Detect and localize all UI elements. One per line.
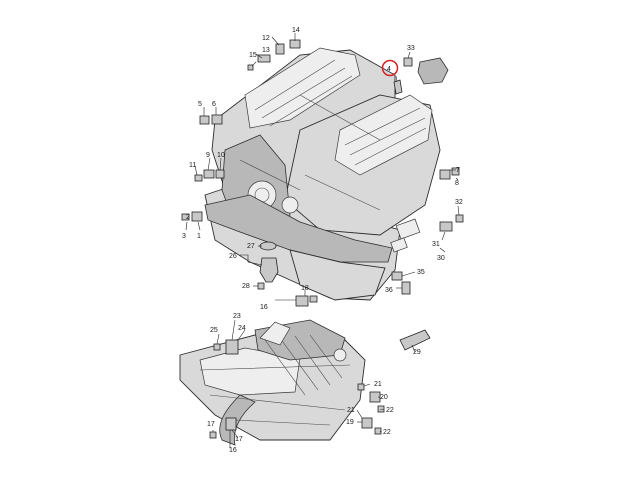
part-9-sensor xyxy=(203,169,215,179)
part-27-seal xyxy=(259,241,277,251)
label-12: 12 xyxy=(262,35,270,42)
label-11: 11 xyxy=(189,162,196,169)
engine-block-upper xyxy=(204,47,441,301)
part-10-sensor xyxy=(215,169,225,179)
label-10: 10 xyxy=(217,152,225,159)
label-4-highlighted: 4 xyxy=(387,66,391,73)
label-5: 5 xyxy=(198,101,202,108)
part-29-sensor xyxy=(399,329,431,351)
part-19-sensor xyxy=(361,417,373,429)
part-36-sensor xyxy=(401,281,411,295)
label-27: 27 xyxy=(247,243,255,250)
part-17-sensor xyxy=(225,417,237,431)
part-labels: 15 12 13 14 5 6 9 10 11 2 3 1 33 4 7 8 3… xyxy=(182,27,463,454)
sensor-parts xyxy=(181,39,464,439)
label-21-lower: 21 xyxy=(347,407,355,414)
leader-lines xyxy=(185,33,460,448)
label-3: 3 xyxy=(182,233,186,240)
label-24: 24 xyxy=(238,325,246,332)
label-25: 25 xyxy=(210,327,218,334)
label-35: 35 xyxy=(417,269,425,276)
part-31-sensor xyxy=(439,221,453,232)
label-13: 13 xyxy=(262,47,270,54)
label-2: 2 xyxy=(186,214,190,221)
label-30: 30 xyxy=(437,255,445,262)
part-6-sensor xyxy=(211,114,223,125)
label-6: 6 xyxy=(212,101,216,108)
label-36: 36 xyxy=(385,287,393,294)
label-29: 29 xyxy=(413,349,421,356)
part-24-sensor xyxy=(225,339,239,355)
label-18: 18 xyxy=(301,285,309,292)
label-21-upper: 21 xyxy=(374,381,382,388)
part-15-sensor xyxy=(257,54,271,63)
part-5-sensor xyxy=(199,115,210,125)
part-13-sensor xyxy=(275,43,285,55)
label-9: 9 xyxy=(206,152,210,159)
label-1: 1 xyxy=(197,233,201,240)
label-17: 17 xyxy=(235,436,243,443)
label-18-lower: 17 xyxy=(207,421,215,428)
part-26-sensor xyxy=(259,257,279,283)
label-16-upper: 16 xyxy=(260,304,268,311)
part-8-sensor xyxy=(451,167,460,176)
part-28-bolt xyxy=(257,282,265,290)
part-14-sensor xyxy=(289,39,301,49)
part-32-sensor xyxy=(455,214,464,223)
part-4-component xyxy=(393,79,403,95)
label-16-lower: 16 xyxy=(229,447,237,454)
label-31: 31 xyxy=(432,241,440,248)
label-32: 32 xyxy=(455,199,463,206)
label-8: 8 xyxy=(455,180,459,187)
label-23: 23 xyxy=(233,313,241,320)
highlight-ring-part-4 xyxy=(381,59,399,77)
part-33-assembly xyxy=(417,57,449,85)
label-26: 26 xyxy=(229,253,237,260)
label-22-upper: 22 xyxy=(386,407,394,414)
label-19: 19 xyxy=(346,419,354,426)
label-28: 28 xyxy=(242,283,250,290)
part-1-sensor xyxy=(191,211,203,222)
label-20: 20 xyxy=(380,394,388,401)
label-14: 14 xyxy=(292,27,300,34)
part-18-sensor xyxy=(295,295,309,307)
label-7: 7 xyxy=(456,167,460,174)
label-22-lower: 22 xyxy=(383,429,391,436)
engine-block-lower xyxy=(179,319,366,446)
label-33: 33 xyxy=(407,45,415,52)
part-7-sensor xyxy=(439,169,451,180)
label-15: 15 xyxy=(249,52,257,59)
